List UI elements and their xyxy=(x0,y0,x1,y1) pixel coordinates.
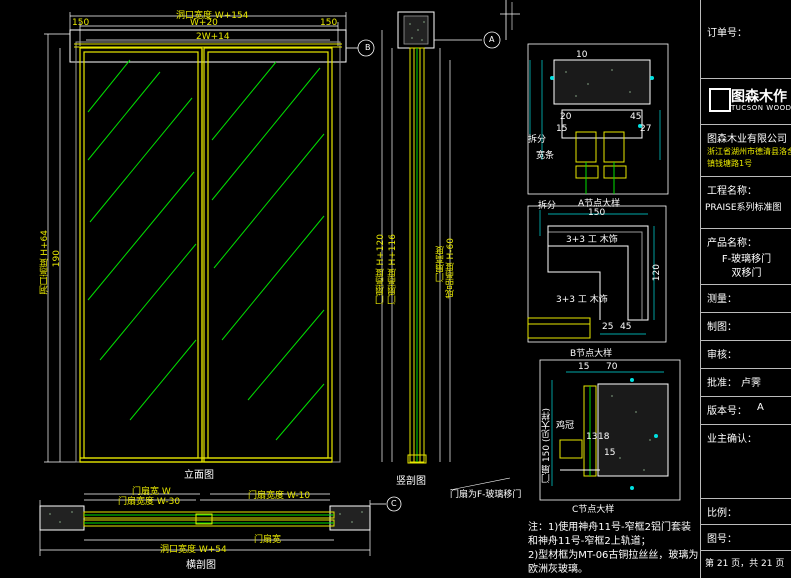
section-marker-c: C xyxy=(391,499,397,508)
product-value-1: F-玻璃移门 xyxy=(721,254,772,265)
dim-hs-w4: 门扇宽 xyxy=(254,535,282,545)
cad-drawing xyxy=(39,0,681,556)
detail-a-dim-4: 15 xyxy=(556,124,568,134)
vertical-section-view xyxy=(381,0,520,464)
scale-label: 比例： xyxy=(707,508,737,519)
address-line-2: 镇钱塘路1号 xyxy=(707,159,753,168)
dim-hs-w2: 门扇宽度 W-30 xyxy=(118,497,181,507)
detail-c-dim-3: 15 xyxy=(604,448,616,458)
elevation-view xyxy=(44,12,375,463)
divider xyxy=(701,228,791,229)
note-line-1: 注：1)使用神舟11号-窄框2铝门套装 xyxy=(528,522,691,533)
vertical-section-caption: 竖剖图 xyxy=(396,476,426,487)
horizontal-section-view xyxy=(39,477,511,556)
dim-hs-total: 洞口宽度 W+54 xyxy=(160,545,227,555)
divider xyxy=(701,124,791,125)
detail-b-dim-1: 25 xyxy=(602,322,614,332)
note-line-2: 和神舟11号-窄框2上轨道； xyxy=(528,536,651,547)
address-line-1: 浙江省湖州市德清县洛舍 xyxy=(707,147,791,156)
detail-a-view xyxy=(527,43,669,195)
section-marker-b: B xyxy=(365,43,371,52)
detail-b-dim-3: 120 xyxy=(652,264,662,282)
section-marker-a: A xyxy=(489,35,495,44)
detail-b-label-1: 3+3 工 木饰 xyxy=(566,235,618,245)
detail-c-dim-top-2: 70 xyxy=(606,362,618,372)
detail-c-left-label: 门扇 150 (见大样) xyxy=(542,408,552,483)
note-line-4: 欧洲灰玻璃。 xyxy=(528,564,588,575)
detail-a-dim-3: 27 xyxy=(640,124,652,134)
drawing-no-label: 图号： xyxy=(707,534,737,545)
detail-a-dim-1: 20 xyxy=(560,112,572,122)
dim-hs-w1: 门扇宽 W xyxy=(132,487,171,497)
detail-b-label-2: 3+3 工 木饰 xyxy=(556,295,608,305)
product-label: 产品名称： xyxy=(707,238,757,249)
detail-a-label-1: 拆分 xyxy=(528,135,547,145)
dim-top-inner: 2W+14 xyxy=(196,32,230,42)
draw-label: 制图： xyxy=(707,322,737,333)
door-type-callout: 门扇为F-玻璃移门 xyxy=(450,490,522,500)
divider xyxy=(701,524,791,525)
horizontal-section-caption: 横剖图 xyxy=(186,560,216,571)
product-value-2: 双移门 xyxy=(731,268,762,279)
survey-label: 测量： xyxy=(707,294,737,305)
divider xyxy=(701,368,791,369)
divider xyxy=(701,396,791,397)
dim-hs-w3: 门扇宽度 W-10 xyxy=(248,491,311,501)
detail-b-dim-2: 45 xyxy=(620,322,632,332)
dim-top-right-offset: 150 xyxy=(320,18,338,28)
version-value: A xyxy=(757,402,764,413)
detail-c-label-1: 鸡冠 xyxy=(556,421,575,431)
dim-left-small: 190 xyxy=(52,250,62,268)
detail-a-dim-2: 45 xyxy=(630,112,642,122)
dim-vs-h4: 成品高度 H-60 xyxy=(446,238,456,299)
detail-a-dim-top: 10 xyxy=(576,50,588,60)
divider xyxy=(701,498,791,499)
elevation-caption: 立面图 xyxy=(184,470,214,481)
detail-c-dim-1: 13 xyxy=(586,432,598,442)
detail-c-dim-2: 18 xyxy=(598,432,610,442)
approve-value: 卢霁 xyxy=(741,378,761,389)
dim-left-height: 洞口高度 H+64 xyxy=(40,230,50,295)
dim-top-left-offset: 150 xyxy=(72,18,90,28)
order-no-label: 订单号： xyxy=(707,28,747,39)
divider xyxy=(701,312,791,313)
project-label: 工程名称： xyxy=(707,186,757,197)
project-value: PRAISE系列标准图 xyxy=(705,203,782,213)
detail-c-dim-top-1: 15 xyxy=(578,362,590,372)
divider xyxy=(701,550,791,551)
dim-top-outer: 洞口宽度 W+154 xyxy=(176,11,249,21)
title-block: 订单号： 图森木作 TUCSON WOOD 图森木业有限公司 浙江省湖州市德清县… xyxy=(700,0,791,578)
page-info: 第 21 页，共 21 页 xyxy=(705,559,785,569)
owner-confirm-label: 业主确认： xyxy=(707,434,757,445)
detail-b-caption: B节点大样 xyxy=(570,349,613,359)
detail-a-caption: A节点大样 xyxy=(578,199,621,209)
company-name: 图森木业有限公司 xyxy=(707,134,787,145)
divider xyxy=(701,284,791,285)
detail-a-label-2: 宽条 xyxy=(536,151,555,161)
version-label: 版本号： xyxy=(707,406,747,417)
divider xyxy=(701,176,791,177)
note-line-3: 2)型材框为MT-06古铜拉丝丝，玻璃为 xyxy=(528,550,699,561)
divider xyxy=(701,78,791,79)
approve-label: 批准： xyxy=(707,378,737,389)
dim-vs-h2: 门扇高度 H+116 xyxy=(388,234,398,305)
divider xyxy=(701,424,791,425)
brand-logo-icon xyxy=(709,88,731,112)
detail-c-caption: C节点大样 xyxy=(572,505,615,515)
divider xyxy=(701,340,791,341)
detail-c-view xyxy=(539,359,681,501)
review-label: 审核： xyxy=(707,350,737,361)
brand-sub: TUCSON WOOD xyxy=(731,104,791,112)
brand-name: 图森木作 xyxy=(731,89,787,105)
dim-top-mid: W+20 xyxy=(190,18,218,28)
detail-b-view xyxy=(527,205,667,343)
detail-b-label-3: 拆分 xyxy=(538,201,557,211)
detail-b-dim-top: 150 xyxy=(588,208,606,218)
